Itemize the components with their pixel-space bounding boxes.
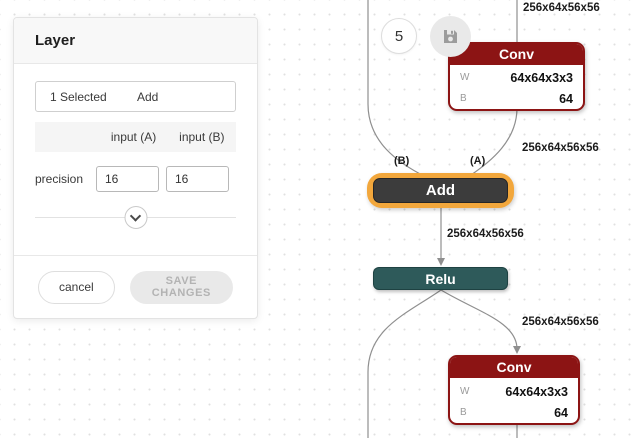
shape-label-right: 256x64x56x56 — [522, 142, 599, 154]
panel-footer: cancel SAVE CHANGES — [14, 255, 257, 318]
expand-more-button[interactable] — [124, 206, 147, 229]
node-conv-1-title: Conv — [450, 44, 583, 65]
conv-1-row-w: W 64x64x3x3 — [450, 67, 583, 88]
shape-label-top: 256x64x56x56 — [523, 2, 600, 14]
attr-label: B — [460, 407, 467, 418]
precision-input-b[interactable] — [166, 166, 229, 192]
conv-2-row-b: B 64 — [450, 402, 578, 423]
edge-conv1-to-add — [467, 107, 518, 178]
panel-title: Layer — [35, 32, 76, 49]
attr-value: 64x64x3x3 — [510, 70, 573, 85]
edge-input-b — [367, 0, 427, 178]
chevron-down-icon — [129, 210, 142, 222]
attr-label: W — [460, 72, 470, 83]
node-conv-1[interactable]: Conv W 64x64x3x3 B 64 — [448, 42, 585, 111]
node-conv-2[interactable]: Conv W 64x64x3x3 B 64 — [448, 355, 580, 425]
layer-properties-panel: Layer 1 Selected Add input (A) input (B)… — [13, 17, 258, 319]
node-add-title: Add — [425, 182, 456, 199]
arrowhead-conv2 — [513, 346, 521, 354]
node-conv-2-title: Conv — [450, 357, 578, 378]
selection-count-label: 1 Selected — [50, 89, 107, 104]
attr-label: B — [460, 93, 467, 104]
precision-input-a[interactable] — [96, 166, 159, 192]
parameter-table: input (A) input (B) precision — [35, 122, 236, 192]
precision-row: precision — [35, 166, 236, 192]
save-layer-button[interactable] — [430, 16, 471, 57]
edge-relu-to-conv2 — [440, 289, 518, 350]
arrowhead-relu — [437, 258, 445, 266]
shape-label-bottom: 256x64x56x56 — [522, 316, 599, 328]
port-label-a: (A) — [470, 155, 486, 167]
attr-value: 64 — [554, 405, 568, 420]
port-label-b: (B) — [394, 155, 410, 167]
shape-label-mid: 256x64x56x56 — [447, 228, 524, 240]
save-changes-button[interactable]: SAVE CHANGES — [129, 270, 233, 304]
node-add-body: Add — [373, 178, 508, 203]
badge-count-text: 5 — [394, 27, 404, 45]
node-relu[interactable]: Relu — [373, 267, 508, 290]
panel-header: Layer — [14, 18, 257, 64]
attr-label: W — [460, 386, 470, 397]
node-add-selected[interactable]: Add — [367, 173, 514, 208]
attr-value: 64 — [559, 91, 573, 106]
edge-relu-skip-left — [367, 289, 442, 438]
conv-2-row-w: W 64x64x3x3 — [450, 381, 578, 402]
cancel-button[interactable]: cancel — [38, 270, 115, 304]
precision-label: precision — [35, 172, 84, 186]
attr-value: 64x64x3x3 — [505, 384, 568, 399]
selection-type-label: Add — [137, 89, 159, 104]
conv-1-row-b: B 64 — [450, 88, 583, 109]
expander-section — [35, 206, 236, 230]
selection-count-badge: 5 — [381, 18, 417, 54]
selection-summary-box[interactable]: 1 Selected Add — [35, 81, 236, 112]
node-relu-title: Relu — [425, 270, 456, 287]
column-header-input-b: input (B) — [179, 130, 225, 144]
column-header-input-a: input (A) — [110, 130, 157, 144]
floppy-disk-icon — [444, 30, 457, 43]
table-header-row: input (A) input (B) — [35, 122, 236, 152]
